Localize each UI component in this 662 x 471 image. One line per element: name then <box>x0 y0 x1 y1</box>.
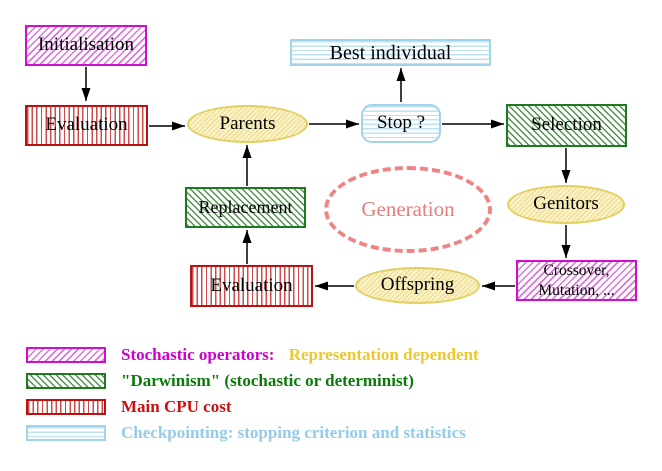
node-evaluation-bottom: Evaluation <box>190 265 313 307</box>
legend-label-stochastic-operators: Stochastic operators: <box>121 345 275 364</box>
cpu-cost-swatch <box>26 399 106 415</box>
crossover-line1: Crossover, <box>543 262 610 280</box>
node-offspring: Offspring <box>355 267 480 304</box>
legend-label-checkpointing: Checkpointing: stopping criterion and st… <box>121 423 466 442</box>
legend-row-stochastic: Stochastic operators: Representation dep… <box>26 345 479 365</box>
legend-row-checkpointing: Checkpointing: stopping criterion and st… <box>26 423 466 442</box>
node-replacement: Replacement <box>185 187 306 228</box>
legend-text-stochastic: Stochastic operators: Representation dep… <box>121 345 479 365</box>
legend-label-representation-dependent: Representation dependent <box>288 345 479 364</box>
node-evaluation-top: Evaluation <box>25 105 148 146</box>
stochastic-operators-swatch <box>26 347 106 363</box>
node-crossover-mutation-label: Crossover, Mutation, ... <box>538 261 614 300</box>
node-evaluation-bottom-label: Evaluation <box>210 274 293 296</box>
node-parents-label: Parents <box>219 112 276 134</box>
darwinism-swatch <box>26 373 106 389</box>
checkpointing-swatch <box>26 425 106 441</box>
generation-label: Generation <box>361 197 455 221</box>
node-initialisation: Initialisation <box>25 25 147 66</box>
node-stop: Stop ? <box>361 104 441 143</box>
node-best-individual: Best individual <box>290 39 491 66</box>
node-replacement-label: Replacement <box>198 196 293 217</box>
legend-row-darwinism: "Darwinism" (stochastic or determinist) <box>26 371 414 390</box>
node-evaluation-top-label: Evaluation <box>45 114 128 136</box>
node-selection: Selection <box>506 104 627 147</box>
node-crossover-mutation: Crossover, Mutation, ... <box>516 260 637 301</box>
node-selection-label: Selection <box>531 114 602 136</box>
legend-label-darwinism: "Darwinism" (stochastic or determinist) <box>121 371 414 390</box>
node-initialisation-label: Initialisation <box>37 34 135 56</box>
node-genitors-label: Genitors <box>533 193 599 215</box>
node-stop-label: Stop ? <box>376 112 426 134</box>
generation-ellipse: Generation <box>324 166 492 253</box>
node-offspring-label: Offspring <box>380 274 455 296</box>
legend-label-cpu-cost: Main CPU cost <box>121 397 232 416</box>
node-genitors: Genitors <box>507 185 625 224</box>
node-parents: Parents <box>187 105 308 143</box>
legend-row-cpu-cost: Main CPU cost <box>26 397 232 416</box>
crossover-line2: Mutation, ... <box>538 281 615 299</box>
node-best-individual-label: Best individual <box>329 41 452 64</box>
